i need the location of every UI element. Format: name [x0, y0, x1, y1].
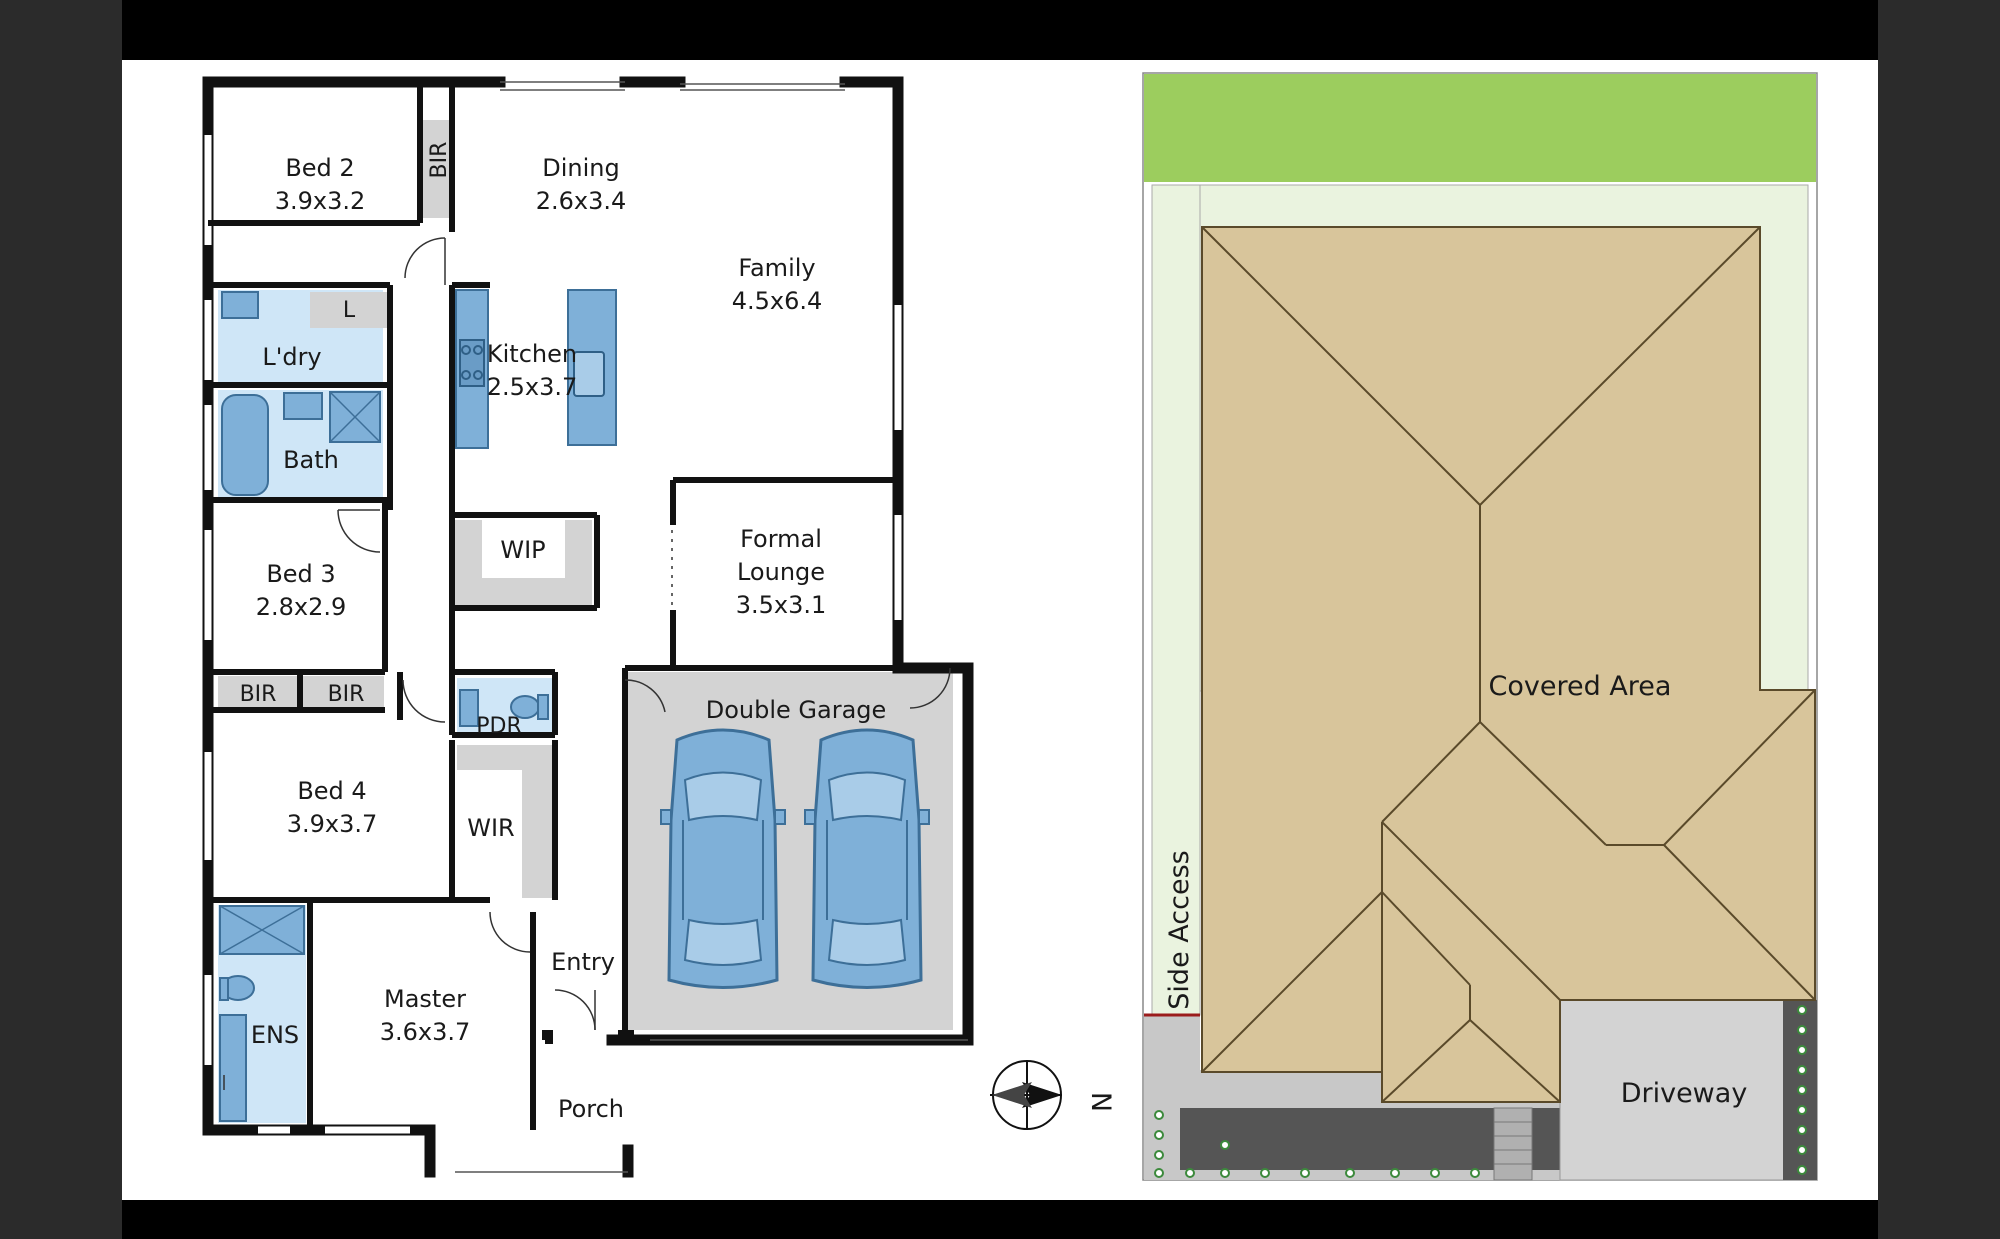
cooktop-icon	[459, 339, 485, 387]
compass-icon	[990, 1060, 1062, 1130]
master-label: Master	[384, 985, 466, 1013]
laundry-label: L'dry	[262, 343, 321, 371]
side-access-path	[1151, 184, 1201, 1016]
roof-hips	[1201, 226, 1816, 1103]
kitchen-size: 2.5x3.7	[487, 373, 578, 401]
roof	[1201, 226, 1816, 1103]
bathtub-icon	[221, 394, 269, 496]
bir-left-label: BIR	[240, 682, 277, 707]
car-icon-right	[803, 728, 931, 989]
wip-area	[455, 520, 592, 608]
bed3-label: Bed 3	[266, 560, 335, 588]
bed2-label: Bed 2	[285, 154, 354, 182]
ensuite-shower-icon	[219, 905, 305, 955]
driveway	[1559, 999, 1818, 1181]
linen-label: L	[343, 298, 356, 323]
ens-label: ENS	[251, 1021, 299, 1049]
sink-icon	[573, 351, 605, 397]
vanity-icon	[283, 392, 323, 420]
lawn	[1144, 74, 1816, 182]
wip-label: WIP	[500, 536, 545, 564]
wir-shelf	[457, 745, 553, 898]
bir-right-area	[302, 676, 384, 708]
pdr-label: PDR	[476, 714, 522, 739]
car-icon-left	[659, 728, 787, 989]
entry-label: Entry	[551, 948, 615, 976]
formal-lounge-label-1: Formal	[740, 525, 822, 553]
double-garage-label: Double Garage	[706, 696, 887, 724]
bed4-label: Bed 4	[297, 777, 366, 805]
bir-top-area	[420, 120, 450, 218]
porch-label: Porch	[558, 1095, 624, 1123]
site-plan: Covered Area Side Access Driveway	[1142, 72, 1818, 1181]
laundry-tub-icon	[221, 291, 259, 319]
ensuite-vanity-icon	[219, 1014, 247, 1122]
linen-area	[310, 292, 388, 328]
family-size: 4.5x6.4	[732, 287, 823, 315]
bir-left-area	[218, 676, 300, 708]
door-swings	[223, 237, 951, 1090]
powder-basin-icon	[459, 689, 479, 727]
dining-label: Dining	[542, 154, 619, 182]
north-label: N	[1085, 1092, 1116, 1112]
bath-label: Bath	[283, 446, 339, 474]
bed4-size: 3.9x3.7	[287, 810, 378, 838]
bed3-size: 2.8x2.9	[256, 593, 347, 621]
kitchen-label: Kitchen	[487, 340, 577, 368]
bir-right-label: BIR	[328, 682, 365, 707]
floor-plan: Bed 2 3.9x3.2 BIR Dining 2.6x3.4 Family …	[202, 76, 1116, 1178]
side-access-label: Side Access	[1164, 850, 1195, 1009]
covered-area-label: Covered Area	[1489, 671, 1672, 702]
master-size: 3.6x3.7	[380, 1018, 471, 1046]
dining-size: 2.6x3.4	[536, 187, 627, 215]
formal-lounge-label-2: Lounge	[737, 558, 825, 586]
ensuite-toilet-icon	[219, 975, 255, 1001]
family-label: Family	[738, 254, 815, 282]
front-steps	[1493, 1107, 1533, 1181]
formal-lounge-size: 3.5x3.1	[736, 591, 827, 619]
shrubs	[1154, 1005, 1807, 1178]
bed2-size: 3.9x3.2	[275, 187, 366, 215]
driveway-label: Driveway	[1621, 1078, 1748, 1109]
powder-toilet-icon	[510, 694, 549, 720]
wir-label: WIR	[467, 814, 514, 842]
shower-icon	[329, 391, 381, 443]
bir-top-label: BIR	[427, 142, 452, 179]
